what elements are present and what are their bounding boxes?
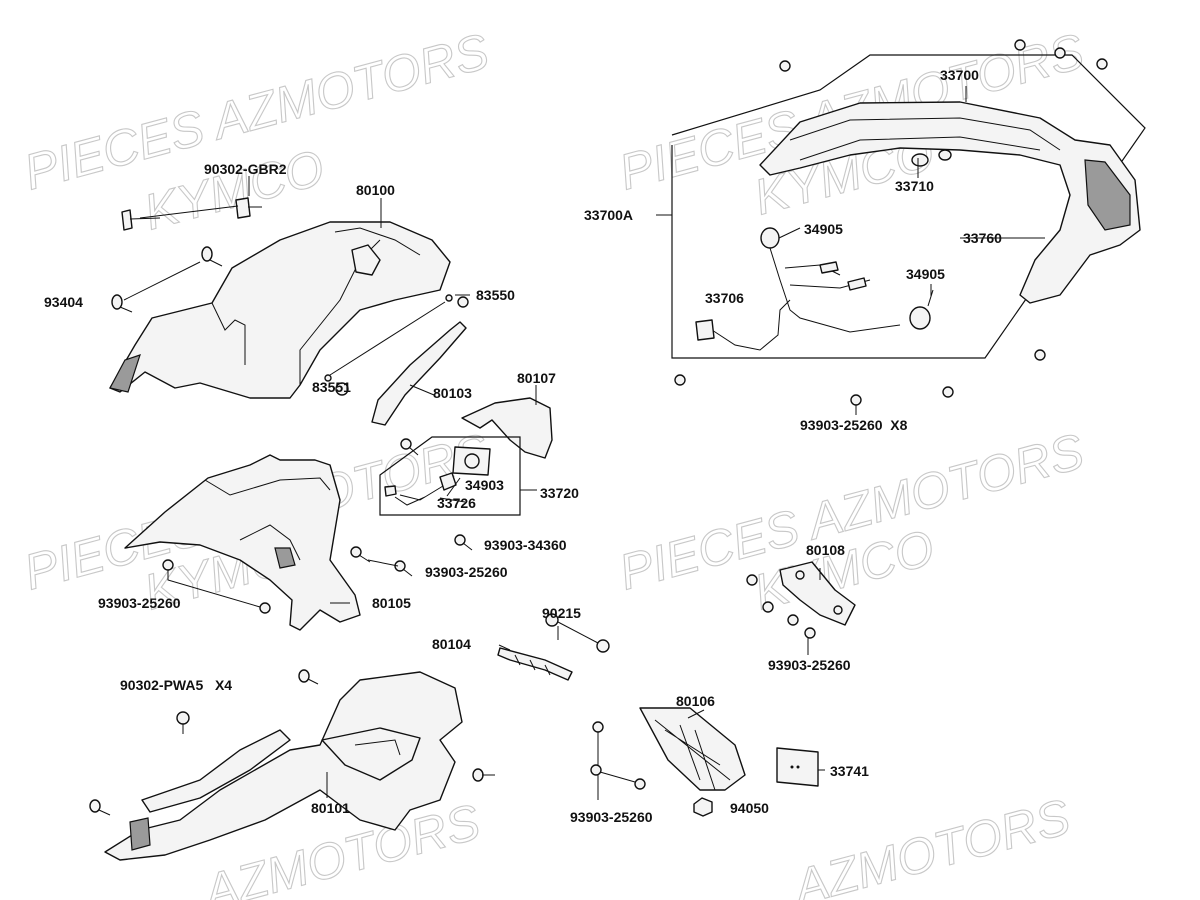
nut-94050 <box>693 797 713 817</box>
part-80101-mudguard <box>104 671 463 861</box>
label-80100: 80100 <box>356 182 395 198</box>
label-80103: 80103 <box>433 385 472 401</box>
part-80105-inner-fender <box>124 454 361 631</box>
label-80106: 80106 <box>676 693 715 709</box>
taillight-assembly-box <box>656 54 1146 359</box>
label-93903-34360: 93903-34360 <box>484 537 567 553</box>
part-80100-rear-fender <box>109 221 451 399</box>
label-83550: 83550 <box>476 287 515 303</box>
screw-90302-gbr2 <box>121 197 262 231</box>
label-33700: 33700 <box>940 67 979 83</box>
screw-93903-34360 <box>454 534 473 551</box>
label-34905-b: 34905 <box>906 266 945 282</box>
watermark-text: AZMOTORS <box>785 788 1075 900</box>
license-lamp-box-33720 <box>379 436 537 516</box>
grommet-83550 <box>324 294 469 382</box>
label-33706: 33706 <box>705 290 744 306</box>
leader-lines <box>248 86 1045 798</box>
part-80107-cover <box>461 397 553 459</box>
label-93903-25260-b: 93903-25260 <box>98 595 181 611</box>
screws-93903-25260-x8 <box>674 39 1108 415</box>
label-33720: 33720 <box>540 485 579 501</box>
label-33710: 33710 <box>895 178 934 194</box>
label-80104: 80104 <box>432 636 471 652</box>
part-34905-bulb-socket-b <box>909 289 934 330</box>
part-33741-reflector <box>776 747 825 787</box>
label-80107: 80107 <box>517 370 556 386</box>
part-80104-bracket <box>497 647 573 681</box>
label-33741: 33741 <box>830 763 869 779</box>
part-90215-washer <box>545 613 610 653</box>
part-33700-light-lens <box>759 101 1141 304</box>
screw-93404 <box>111 246 223 313</box>
label-80105: 80105 <box>372 595 411 611</box>
part-labels: 90302-GBR2 80100 93404 83550 83551 80103… <box>44 67 1002 825</box>
label-33760: 33760 <box>963 230 1002 246</box>
label-90302-pwa5: 90302-PWA5 X4 <box>120 677 232 693</box>
screw-93903-25260-b <box>162 559 271 614</box>
screw-93903-25260-a <box>350 546 413 577</box>
part-33706-harness <box>695 247 901 351</box>
label-80101: 80101 <box>311 800 350 816</box>
label-80108: 80108 <box>806 542 845 558</box>
label-93903-25260-x8: 93903-25260 X8 <box>800 417 908 433</box>
label-93903-25260-c: 93903-25260 <box>570 809 653 825</box>
label-94050: 94050 <box>730 800 769 816</box>
nut-83551 <box>335 382 349 396</box>
label-34905-a: 34905 <box>804 221 843 237</box>
label-93903-25260-a: 93903-25260 <box>425 564 508 580</box>
label-33726: 33726 <box>437 495 476 511</box>
part-80106-plate <box>639 707 746 791</box>
screw-93903-25260-c <box>590 721 646 800</box>
part-34905-bulb-socket-a <box>760 227 801 249</box>
label-90302-gbr2: 90302-GBR2 <box>204 161 287 177</box>
label-93404: 93404 <box>44 294 83 310</box>
label-33700a: 33700A <box>584 207 633 223</box>
screw-near-80107 <box>400 438 419 456</box>
label-93903-25260-d: 93903-25260 <box>768 657 851 673</box>
part-80103-strip <box>371 321 467 426</box>
watermark-layer: PIECES AZMOTORS KYMCO PIECES AZMOTORS KY… <box>18 22 1090 900</box>
label-90215: 90215 <box>542 605 581 621</box>
label-34903: 34903 <box>465 477 504 493</box>
label-83551: 83551 <box>312 379 351 395</box>
screw-93903-25260-d <box>746 574 816 655</box>
screw-90302-pwa5 <box>89 669 495 816</box>
